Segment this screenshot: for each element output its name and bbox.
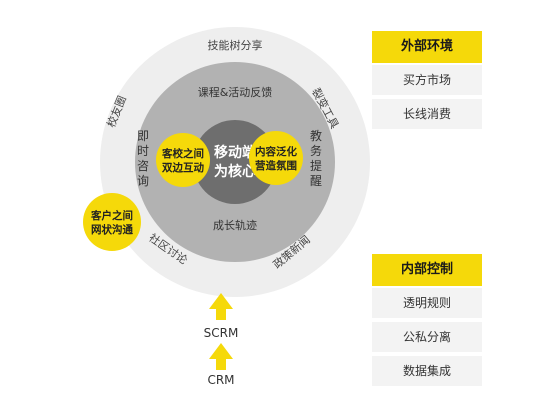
internal-panel-title: 内部控制 xyxy=(372,254,482,286)
internal-item: 数据集成 xyxy=(372,352,482,386)
vertical-char: 即 xyxy=(137,129,149,143)
left-bubble xyxy=(156,133,210,187)
internal-item: 透明规则 xyxy=(372,288,482,318)
middle-label-right: 教 务 提 醒 xyxy=(310,128,322,188)
vertical-char: 咨 xyxy=(137,158,149,173)
vertical-char: 时 xyxy=(137,144,149,158)
lower-arrow-icon xyxy=(209,343,233,370)
upper-arrow-icon xyxy=(209,293,233,320)
arrow-label-scrm: SCRM xyxy=(204,326,239,340)
outer-bubble-line-2: 网状沟通 xyxy=(91,223,133,236)
arrow-label-crm: CRM xyxy=(207,373,234,387)
left-bubble-line-1: 客校之间 xyxy=(161,147,204,160)
right-bubble-line-2: 营造氛围 xyxy=(255,159,297,172)
vertical-char: 提 xyxy=(310,158,322,173)
outer-bubble-line-1: 客户之间 xyxy=(90,209,133,222)
outer-label-top: 技能树分享 xyxy=(208,38,263,52)
core-line-2: 为核心 xyxy=(214,163,256,180)
external-panel-title: 外部环境 xyxy=(372,31,482,63)
external-environment-panel: 外部环境 买方市场 长线消费 xyxy=(372,31,482,129)
right-bubble-line-1: 内容泛化 xyxy=(255,145,297,158)
external-item: 长线消费 xyxy=(372,95,482,129)
outer-bubble xyxy=(83,193,141,251)
middle-label-top: 课程&活动反馈 xyxy=(198,86,273,99)
middle-label-left: 即 时 咨 询 xyxy=(137,129,149,188)
vertical-char: 询 xyxy=(137,174,149,188)
internal-control-panel: 内部控制 透明规则 公私分离 数据集成 xyxy=(372,254,482,386)
external-item: 买方市场 xyxy=(372,65,482,95)
vertical-char: 教 xyxy=(310,128,322,143)
left-bubble-line-2: 双边互动 xyxy=(161,161,204,174)
internal-item: 公私分离 xyxy=(372,318,482,352)
core-line-1: 移动端 xyxy=(214,144,256,161)
middle-label-bottom: 成长轨迹 xyxy=(213,218,257,232)
vertical-char: 务 xyxy=(310,143,322,158)
right-bubble xyxy=(249,131,303,185)
vertical-char: 醒 xyxy=(310,174,322,188)
